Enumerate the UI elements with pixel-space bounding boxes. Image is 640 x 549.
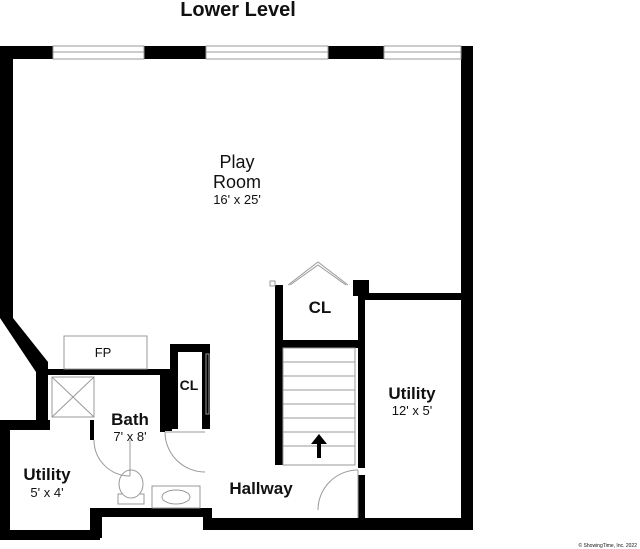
windows <box>52 45 462 60</box>
utility-large-name: Utility <box>388 384 436 403</box>
bath-dims: 7' x 8' <box>113 429 146 444</box>
fireplace: FP <box>63 335 148 370</box>
utility-small-dims: 5' x 4' <box>30 485 63 500</box>
plan-title: Lower Level <box>180 0 296 21</box>
door-swings <box>93 353 359 518</box>
closet-door <box>269 261 349 287</box>
stairs <box>282 347 356 466</box>
hallway-name: Hallway <box>229 479 293 498</box>
play-room-name-2: Room <box>213 172 261 192</box>
utility-large-dims: 12' x 5' <box>392 403 432 418</box>
sink <box>151 485 201 509</box>
angled-wall <box>0 318 48 372</box>
exterior-walls <box>0 46 473 540</box>
utility-small-name: Utility <box>23 465 71 484</box>
shower <box>51 376 95 418</box>
fireplace-label: FP <box>95 345 112 360</box>
play-room-dims: 16' x 25' <box>213 192 261 207</box>
stairs-up-arrow-icon <box>311 434 327 458</box>
bath-closet-label: CL <box>180 377 199 393</box>
stairs-closet-label: CL <box>309 298 332 317</box>
bath-name: Bath <box>111 410 149 429</box>
play-room-name-1: Play <box>219 152 254 172</box>
copyright-text: © ShowingTime, Inc. 2022 <box>578 542 637 549</box>
toilet <box>117 469 145 505</box>
